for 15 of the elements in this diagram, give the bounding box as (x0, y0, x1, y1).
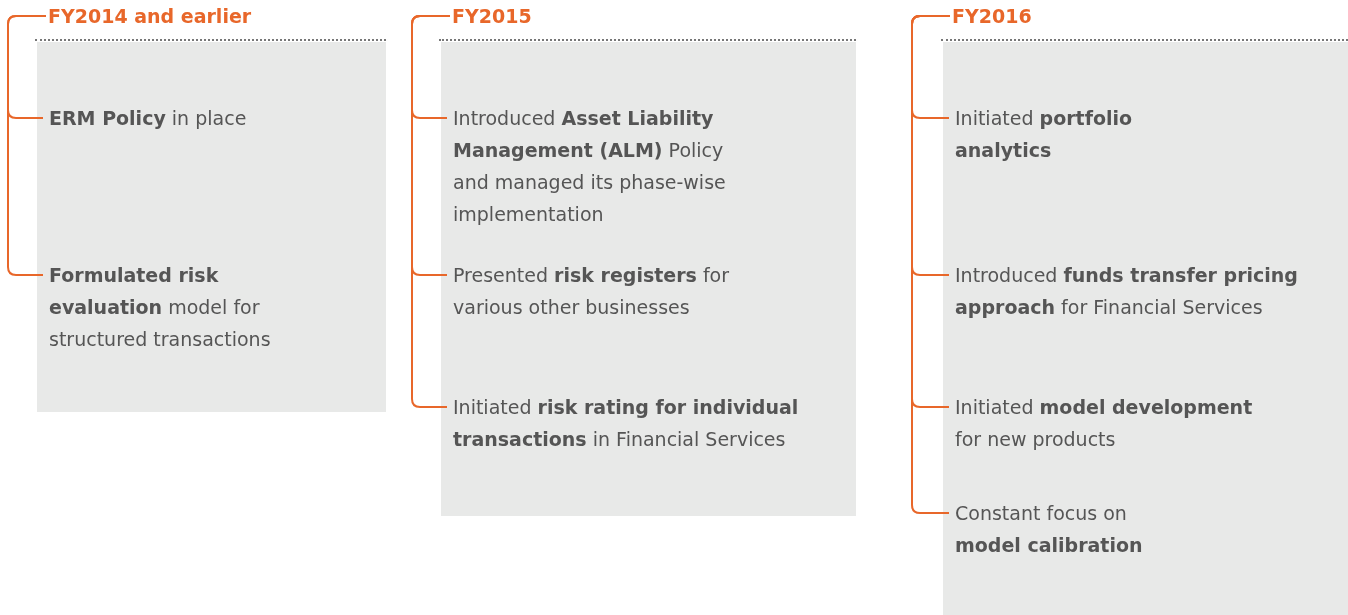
milestone-text: ERM Policy in place (45, 102, 369, 134)
bracket-connector (7, 15, 47, 276)
milestone-text: Initiated portfolio analytics (951, 102, 1155, 166)
year-heading: FY2015 (452, 4, 532, 28)
milestone-text: Initiated model development for new products (951, 391, 1275, 455)
milestone-text: Formulated risk evaluation model for structured transactions (45, 259, 299, 355)
milestone-text: Introduced Asset Liability Management (ALM) Policy and managed its phase-wise implementation (449, 102, 763, 230)
year-heading: FY2016 (952, 4, 1032, 28)
milestone-text: Presented risk registers for various other businesses (449, 259, 753, 323)
bracket-connector (911, 15, 951, 514)
bracket-connector (411, 15, 451, 408)
milestone-text: Constant focus on model calibration (951, 497, 1175, 561)
year-heading: FY2014 and earlier (48, 4, 252, 28)
milestone-text: Introduced funds transfer pricing approach for Financial Services (951, 259, 1320, 323)
milestone-text: Initiated risk rating for individual transactions in Financial Services (449, 391, 803, 455)
